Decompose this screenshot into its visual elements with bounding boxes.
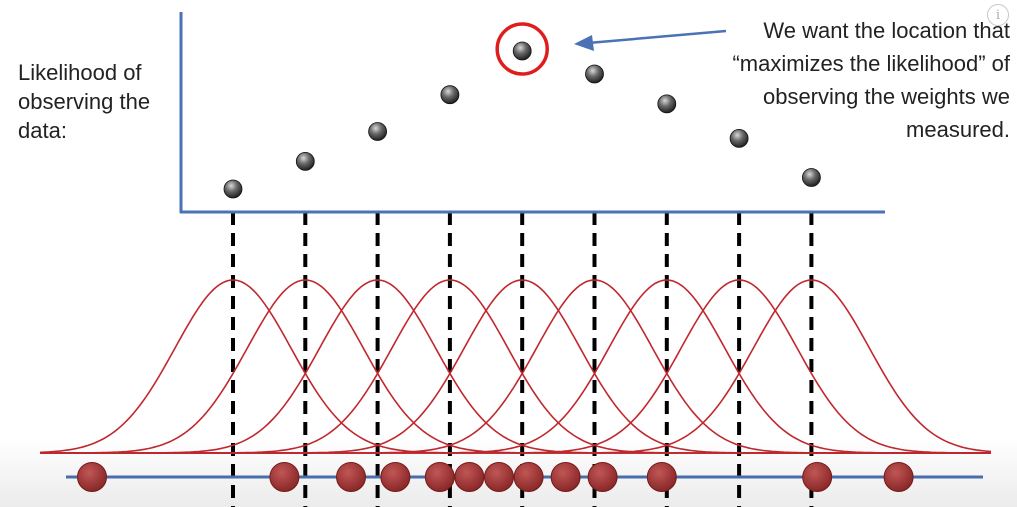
normal-curve-4 (40, 279, 991, 454)
normal-curve-8 (40, 279, 991, 454)
normal-curve-9 (40, 279, 992, 454)
likelihood-point-8 (729, 128, 749, 148)
normal-curves (39, 279, 992, 454)
measured-weight-points (77, 462, 914, 492)
arrow-head (574, 35, 594, 51)
measured-point-3 (336, 462, 366, 492)
annotation-text: We want the location that “maximizes the… (682, 14, 1010, 146)
normal-curve-6 (40, 279, 991, 454)
annotation-line-4: measured. (906, 117, 1010, 142)
likelihood-point-4 (440, 85, 460, 105)
normal-curve-5 (40, 279, 991, 454)
measured-point-6 (454, 462, 485, 492)
measured-point-7 (484, 462, 514, 492)
info-icon[interactable]: i (987, 4, 1009, 26)
max-highlight-circle (495, 22, 549, 76)
measured-point-5 (424, 462, 455, 492)
likelihood-axes (179, 12, 885, 214)
annotation-line-2: “maximizes the likelihood” of (732, 51, 1010, 76)
measured-point-13 (883, 462, 914, 492)
y-axis-label: Likelihood of observing the data: (18, 60, 151, 143)
likelihood-point-6 (585, 64, 604, 84)
arrow-shaft (587, 29, 727, 45)
measured-point-2 (269, 462, 300, 492)
likelihood-point-1 (223, 179, 243, 199)
likelihood-point-5 (512, 41, 532, 61)
measured-point-11 (646, 462, 677, 492)
measured-point-10 (587, 462, 618, 492)
likelihood-points (223, 41, 821, 199)
measured-point-4 (380, 462, 411, 492)
likelihood-point-7 (657, 94, 677, 114)
normal-curve-3 (40, 279, 991, 454)
dashed-guide-lines (231, 212, 814, 507)
normal-curve-1 (39, 279, 991, 454)
measured-point-9 (550, 462, 581, 492)
max-likelihood-highlight (495, 22, 549, 76)
likelihood-point-9 (802, 168, 821, 187)
annotation-arrow (574, 29, 727, 51)
likelihood-point-2 (295, 151, 315, 171)
annotation-line-3: observing the weights we (762, 84, 1010, 109)
normal-curve-2 (40, 279, 991, 454)
measured-point-12 (802, 462, 833, 492)
likelihood-point-3 (368, 122, 388, 141)
annotation-line-1: We want the location that (763, 18, 1010, 43)
normal-curve-7 (40, 279, 991, 454)
measured-point-8 (513, 462, 544, 492)
measured-point-1 (77, 462, 107, 492)
